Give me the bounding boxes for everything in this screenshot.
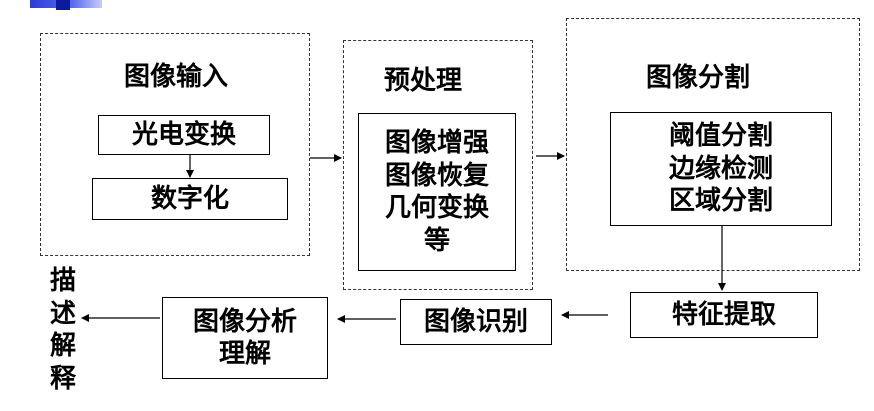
- preprocess-title: 预处理: [384, 66, 463, 96]
- feature-extraction-box: 特征提取: [630, 292, 818, 338]
- image-recognition-label: 图像识别: [423, 306, 528, 337]
- preprocess-group: [343, 40, 533, 290]
- segmentation-item-region: 区域分割: [668, 186, 773, 217]
- feature-extraction-label: 特征提取: [671, 299, 776, 330]
- image-analysis-label-line1: 图像分析: [192, 306, 297, 337]
- image-analysis-label-line2: 理解: [218, 339, 271, 369]
- segmentation-group: [566, 18, 860, 271]
- digitization-label: 数字化: [150, 183, 229, 214]
- preprocess-methods-box: 图像增强 图像恢复 几何变换 等: [358, 113, 516, 271]
- description-char-1: 描: [50, 266, 77, 296]
- slide-accent-bar: [30, 0, 102, 10]
- segmentation-item-edge: 边缘检测: [668, 153, 773, 184]
- segmentation-title: 图像分割: [646, 63, 751, 93]
- image-analysis-box: 图像分析 理解: [162, 297, 328, 379]
- segmentation-item-threshold: 阈值分割: [668, 121, 773, 152]
- description-interpretation-text: 描 述 解 释: [50, 265, 76, 395]
- preprocess-item-geometric: 几何变换: [384, 193, 489, 223]
- segmentation-methods-box: 阈值分割 边缘检测 区域分割: [610, 112, 832, 226]
- description-char-3: 解: [50, 331, 77, 361]
- preprocess-item-etc: 等: [423, 225, 450, 256]
- photoelectric-conversion-box: 光电变换: [98, 115, 270, 155]
- photoelectric-conversion-label: 光电变换: [131, 119, 236, 150]
- slide-accent-tick: [56, 0, 70, 10]
- preprocess-item-restore: 图像恢复: [384, 160, 489, 191]
- image-input-group: [40, 33, 310, 256]
- image-recognition-box: 图像识别: [400, 299, 552, 345]
- description-char-4: 释: [50, 363, 77, 394]
- digitization-box: 数字化: [92, 178, 288, 220]
- image-input-title: 图像输入: [124, 62, 229, 92]
- preprocess-item-enhance: 图像增强: [384, 128, 489, 158]
- description-char-2: 述: [50, 298, 77, 329]
